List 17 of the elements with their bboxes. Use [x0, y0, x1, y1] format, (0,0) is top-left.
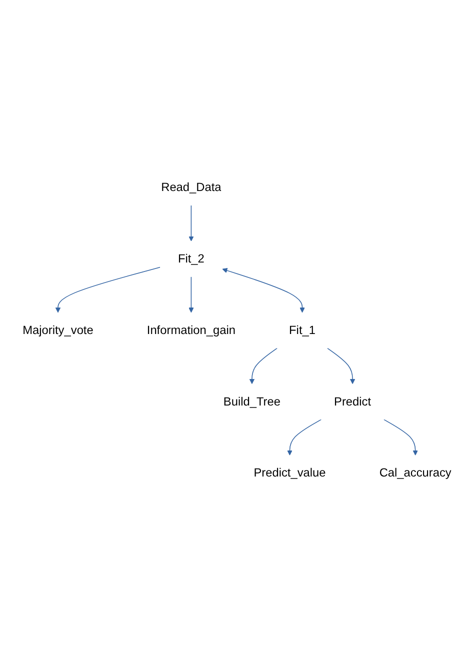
node-text: Cal_accuracy	[379, 466, 452, 480]
arrow	[249, 348, 278, 384]
node-text: Information_gain	[146, 324, 236, 338]
node-text: Build_Tree	[223, 395, 281, 408]
arrow	[188, 205, 194, 242]
node-text: Fit_2	[178, 252, 204, 266]
arrow	[55, 267, 161, 313]
arrow	[188, 276, 194, 313]
node-text: Predict	[334, 395, 372, 408]
node-text: Read_Data	[161, 181, 222, 194]
node-text: Predict_value	[254, 466, 326, 480]
node-text: Fit_1	[289, 324, 316, 338]
arrow	[384, 419, 418, 456]
arrow	[222, 268, 305, 313]
arrow	[287, 419, 322, 456]
arrow	[327, 348, 356, 384]
node-text: Majority_vote	[22, 324, 94, 338]
